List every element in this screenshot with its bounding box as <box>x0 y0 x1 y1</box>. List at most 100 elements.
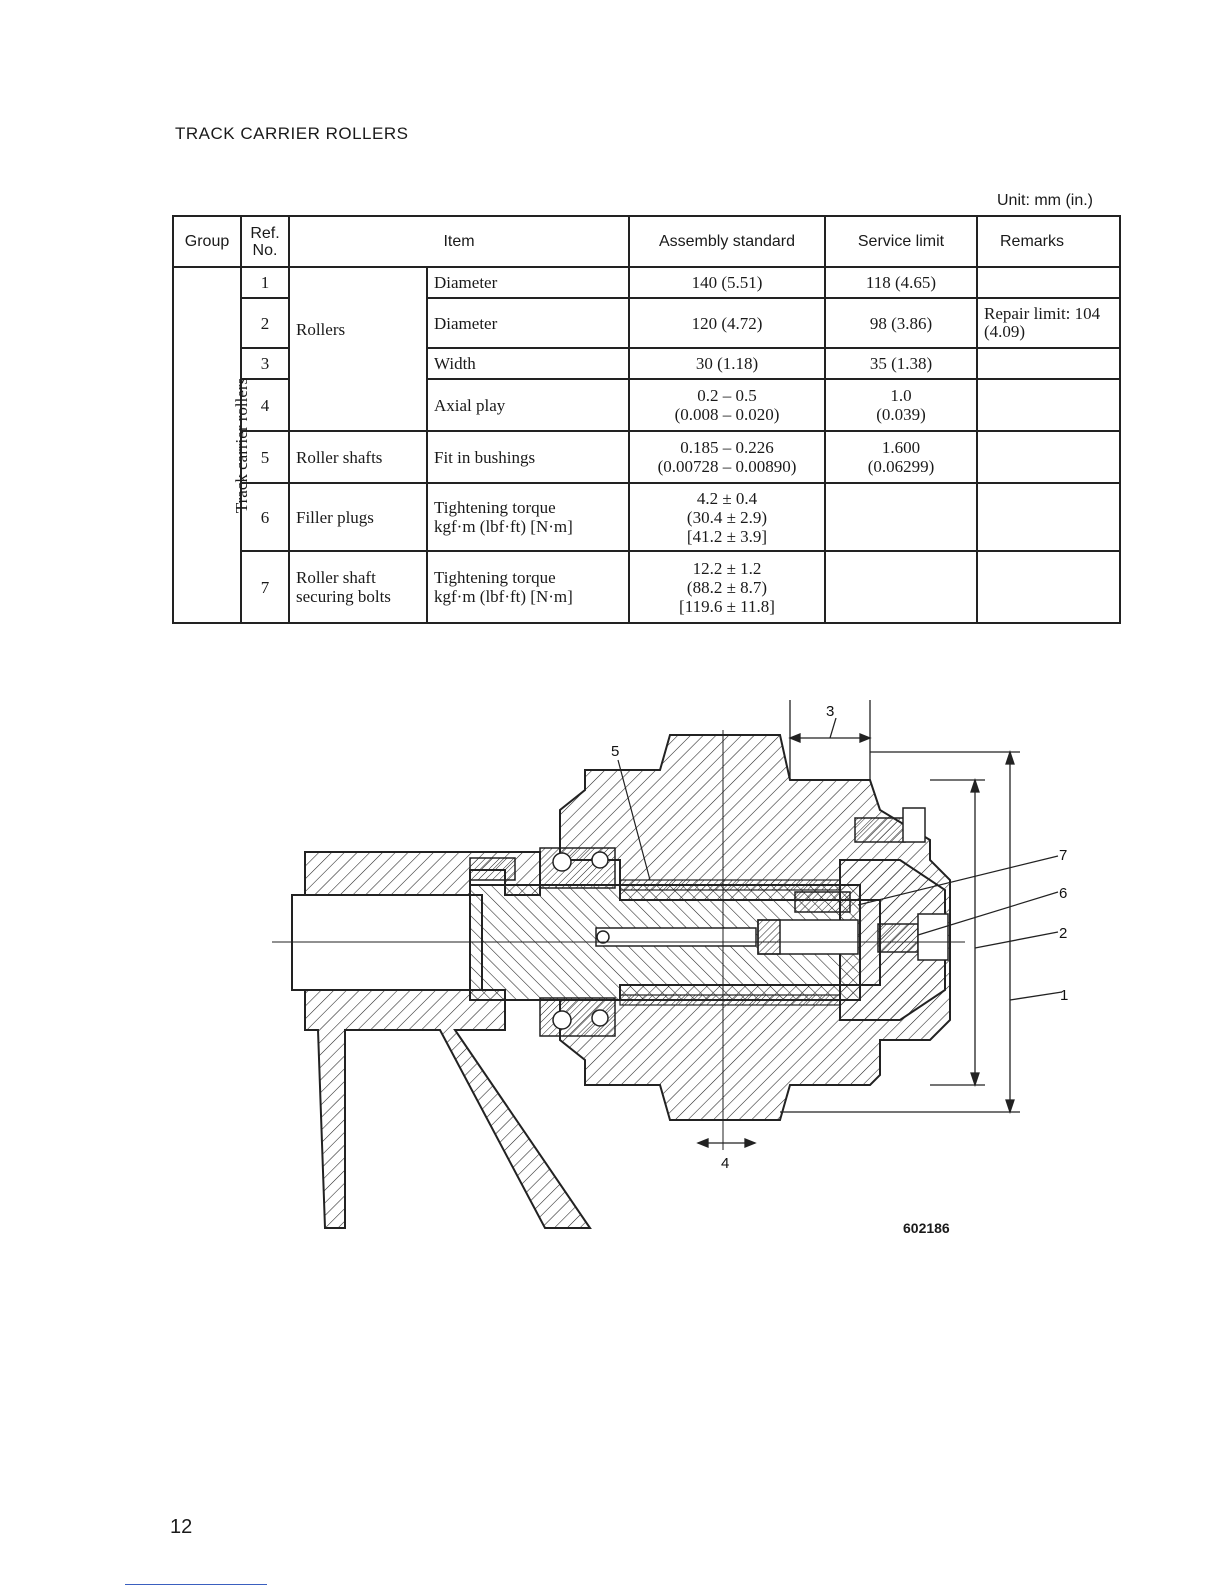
remarks-cell <box>976 550 1121 624</box>
securing-bolt <box>469 807 926 955</box>
remarks-cell <box>976 266 1121 299</box>
assembly-line: (0.008 – 0.020) <box>674 405 780 424</box>
part-cell: Rollers <box>288 266 428 432</box>
item-cell: Diameter <box>426 266 630 299</box>
part-cell: Filler plugs <box>288 482 428 552</box>
leader-7 <box>857 855 1059 906</box>
assembly-cell: 0.2 – 0.5(0.008 – 0.020) <box>628 378 826 432</box>
remarks-cell <box>976 347 1121 380</box>
dimension-4 <box>696 1138 757 1148</box>
page-number: 12 <box>170 1516 193 1538</box>
assembly-line: [119.6 ± 11.8] <box>679 596 775 616</box>
assembly-cell: 0.185 – 0.226(0.00728 – 0.00890) <box>628 430 826 484</box>
assembly-line: (0.00728 – 0.00890) <box>657 457 797 476</box>
assembly-line: (88.2 ± 8.7) <box>686 577 768 597</box>
item-cell: Diameter <box>426 297 630 349</box>
header-item: Item <box>288 215 630 268</box>
bushing-bottom <box>619 994 841 1006</box>
figure-id: 602186 <box>903 1220 950 1236</box>
page-title: TRACK CARRIER ROLLERS <box>175 124 409 143</box>
part-line: securing bolts <box>296 587 391 606</box>
table-header-row: Group Ref. No. Item Assembly standard Se… <box>172 215 1121 268</box>
part-line: Roller shaft <box>296 568 376 587</box>
header-assembly: Assembly standard <box>628 215 826 268</box>
ref-cell: 5 <box>240 430 290 484</box>
service-cell: 1.0(0.039) <box>824 378 978 432</box>
service-cell: 118 (4.65) <box>824 266 978 299</box>
callout-3: 3 <box>826 703 834 720</box>
filler-plug <box>794 891 949 961</box>
item-line: Tightening torque <box>434 568 556 587</box>
shaft-end <box>291 894 483 991</box>
bolt-bore <box>595 927 757 947</box>
service-line: 1.600 <box>881 438 921 457</box>
assembly-line: 12.2 ± 1.2 <box>692 558 762 578</box>
header-ref-label: Ref. No. <box>250 224 280 259</box>
shaft-core <box>469 884 861 1001</box>
service-line: (0.039) <box>876 405 926 424</box>
item-line: kgf·m (lbf·ft) [N·m] <box>434 587 573 606</box>
header-service: Service limit <box>824 215 978 268</box>
ref-cell: 1 <box>240 266 290 299</box>
service-cell <box>824 482 978 552</box>
table-row: 3 Width 30 (1.18) 35 (1.38) <box>173 347 1121 380</box>
header-remarks: Remarks <box>976 215 1121 268</box>
bushing-top <box>619 879 841 891</box>
specification-table: Group Ref. No. Item Assembly standard Se… <box>172 215 1121 624</box>
callout-6: 6 <box>1059 885 1067 902</box>
item-line: kgf·m (lbf·ft) [N·m] <box>434 517 573 536</box>
callout-5: 5 <box>611 743 619 760</box>
bore-pin <box>596 930 610 944</box>
remarks-cell: Repair limit: 104 (4.09) <box>976 297 1121 349</box>
seal-rings <box>539 847 616 1037</box>
leader-5 <box>617 759 651 881</box>
remarks-cell <box>976 378 1121 432</box>
header-group: Group <box>172 215 242 268</box>
callout-1: 1 <box>1060 987 1068 1004</box>
assembly-cell: 140 (5.51) <box>628 266 826 299</box>
remarks-cell <box>976 430 1121 484</box>
assembly-line: (30.4 ± 2.9) <box>686 507 768 527</box>
ref-cell: 6 <box>240 482 290 552</box>
group-cell: Track carrier rollers <box>172 266 251 624</box>
service-cell: 1.600(0.06299) <box>824 430 978 484</box>
part-cell: Roller shafts <box>288 430 428 484</box>
end-cap <box>839 859 946 1021</box>
dimension-2 <box>930 777 1059 1088</box>
ref-cell: 4 <box>240 378 290 432</box>
callout-4: 4 <box>721 1155 729 1172</box>
table-row: 5 Roller shafts Fit in bushings 0.185 – … <box>173 430 1121 484</box>
dimension-1 <box>780 749 1063 1115</box>
bracket <box>304 851 592 1229</box>
unit-label: Unit: mm (in.) <box>997 192 1093 209</box>
header-ref: Ref. No. <box>240 215 290 268</box>
item-line: Tightening torque <box>434 498 556 517</box>
ref-cell: 7 <box>240 550 290 624</box>
item-cell: Axial play <box>426 378 630 432</box>
table-row: Track carrier rollers 1 Rollers Diameter… <box>172 266 1121 624</box>
service-cell: 35 (1.38) <box>824 347 978 380</box>
assembly-cell: 4.2 ± 0.4(30.4 ± 2.9)[41.2 ± 3.9] <box>628 482 826 552</box>
group-label: Track carrier rollers <box>232 377 252 513</box>
dimension-3 <box>788 700 872 780</box>
assembly-line: 4.2 ± 0.4 <box>696 488 758 508</box>
assembly-line: [41.2 ± 3.9] <box>686 526 768 546</box>
service-cell: 98 (3.86) <box>824 297 978 349</box>
callout-7: 7 <box>1059 847 1067 864</box>
assembly-line: 0.185 – 0.226 <box>680 438 774 457</box>
service-cell <box>824 550 978 624</box>
item-cell: Width <box>426 347 630 380</box>
item-cell: Fit in bushings <box>426 430 630 484</box>
ref-cell: 2 <box>240 297 290 349</box>
remarks-cell <box>976 482 1121 552</box>
roller-body <box>559 734 951 1121</box>
service-line: (0.06299) <box>867 457 935 476</box>
callout-2: 2 <box>1059 925 1067 942</box>
ref-cell: 3 <box>240 347 290 380</box>
assembly-cell: 30 (1.18) <box>628 347 826 380</box>
